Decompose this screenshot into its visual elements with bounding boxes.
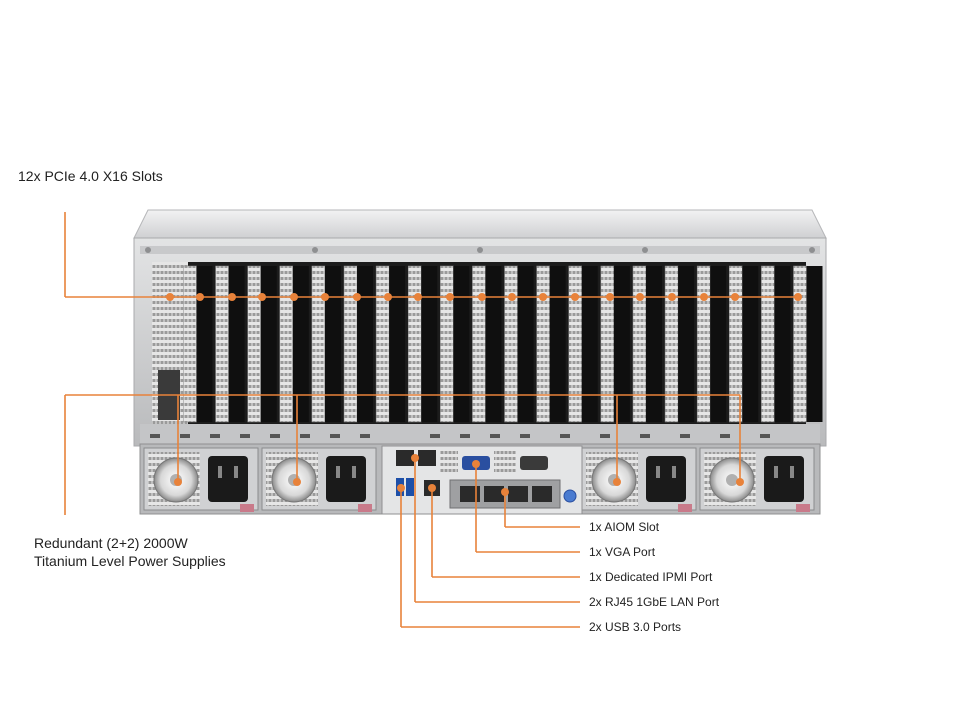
pcie-bracket bbox=[761, 265, 791, 423]
pcie-slot-brackets bbox=[183, 265, 823, 423]
callout-dot bbox=[636, 293, 644, 301]
release-tab bbox=[678, 504, 692, 512]
callout-dot bbox=[606, 293, 614, 301]
pcie-bracket bbox=[440, 265, 470, 423]
pcie-bracket bbox=[375, 265, 406, 423]
pcie-bracket bbox=[729, 265, 759, 423]
callout-dot bbox=[166, 293, 174, 301]
callout-dot bbox=[571, 293, 579, 301]
release-tab bbox=[240, 504, 254, 512]
lan-port-2 bbox=[418, 450, 436, 466]
pcie-bracket bbox=[793, 265, 823, 423]
callout-dot bbox=[478, 293, 486, 301]
usb-port-2 bbox=[406, 478, 414, 496]
callout-dot bbox=[414, 293, 422, 301]
pcie-bracket bbox=[664, 265, 695, 423]
pcie-bracket bbox=[343, 265, 374, 423]
lan-port-label: 2x RJ45 1GbE LAN Port bbox=[589, 595, 720, 609]
callout-dot bbox=[736, 478, 744, 486]
callout-dot bbox=[501, 488, 509, 496]
chassis-top bbox=[133, 209, 827, 239]
pcie-bracket bbox=[504, 265, 534, 423]
callout-dot bbox=[613, 478, 621, 486]
callout-dot bbox=[731, 293, 739, 301]
power-inlet-icon bbox=[764, 456, 804, 502]
callout-dot bbox=[321, 293, 329, 301]
pcie-bracket bbox=[472, 265, 502, 423]
callout-dot bbox=[196, 293, 204, 301]
release-tab bbox=[796, 504, 810, 512]
callout-dot bbox=[668, 293, 676, 301]
pcie-bracket bbox=[407, 265, 438, 423]
power-inlet-icon bbox=[208, 456, 248, 502]
callout-dot bbox=[258, 293, 266, 301]
power-supply-unit bbox=[143, 447, 259, 512]
rail-holes bbox=[150, 434, 770, 438]
release-tab bbox=[358, 504, 372, 512]
callout-dot bbox=[446, 293, 454, 301]
power-supply-unit bbox=[261, 447, 377, 512]
callout-dot bbox=[228, 293, 236, 301]
power-inlet-icon bbox=[326, 456, 366, 502]
pcie-bracket bbox=[600, 265, 630, 423]
callout-dot bbox=[472, 460, 480, 468]
ipmi-port-label: 1x Dedicated IPMI Port bbox=[589, 570, 713, 584]
pcie-bracket bbox=[311, 265, 341, 423]
callout-dot bbox=[539, 293, 547, 301]
pcie-bracket bbox=[279, 265, 309, 423]
pcie-bracket bbox=[696, 265, 727, 423]
pcie-bracket bbox=[632, 265, 662, 423]
callout-dot bbox=[290, 293, 298, 301]
lan-port-1 bbox=[396, 450, 414, 466]
usb-ports-label: 2x USB 3.0 Ports bbox=[589, 620, 682, 634]
thumbscrew bbox=[563, 489, 577, 503]
callout-dot bbox=[794, 293, 802, 301]
psu-label-line1: Redundant (2+2) 2000W bbox=[34, 535, 188, 551]
power-supply-unit bbox=[581, 447, 697, 512]
pcie-bracket bbox=[568, 265, 598, 423]
callout-dot bbox=[508, 293, 516, 301]
chassis-screws bbox=[145, 247, 815, 253]
callout-dot bbox=[397, 484, 405, 492]
pcie-bracket bbox=[183, 265, 213, 423]
callout-dot bbox=[174, 478, 182, 486]
psu-label-line2: Titanium Level Power Supplies bbox=[34, 553, 226, 569]
serial-port bbox=[520, 456, 548, 470]
power-inlet-icon bbox=[646, 456, 686, 502]
callout-dot bbox=[700, 293, 708, 301]
aiom-slot-label: 1x AIOM Slot bbox=[589, 520, 660, 534]
callout-lines bbox=[64, 212, 800, 628]
pcie-bracket bbox=[215, 265, 245, 423]
callout-dot bbox=[293, 478, 301, 486]
power-supply-unit bbox=[699, 447, 815, 512]
callout-dot bbox=[428, 484, 436, 492]
pcie-slots-label: 12x PCIe 4.0 X16 Slots bbox=[18, 168, 163, 184]
callout-dot bbox=[353, 293, 361, 301]
vga-port-label: 1x VGA Port bbox=[589, 545, 656, 559]
callout-dot bbox=[411, 454, 419, 462]
callout-dot bbox=[384, 293, 392, 301]
pcie-bracket bbox=[247, 265, 277, 423]
pcie-bracket bbox=[536, 265, 566, 423]
callout-dots bbox=[166, 293, 802, 496]
